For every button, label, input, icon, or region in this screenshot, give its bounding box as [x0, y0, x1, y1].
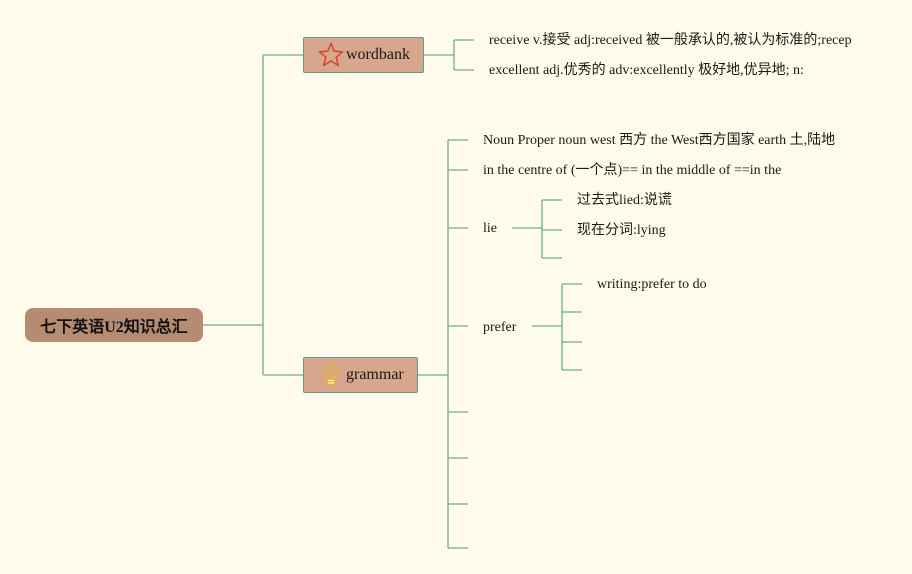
root-topic[interactable]: 七下英语U2知识总汇: [25, 308, 203, 342]
topic-wordbank[interactable]: wordbank: [303, 37, 424, 73]
star-icon: [318, 42, 344, 68]
badge-icon: [318, 362, 344, 388]
topic-grammar-label: grammar: [346, 366, 404, 383]
lie-item-present-participle[interactable]: 现在分词:lying: [577, 223, 666, 238]
topic-wordbank-label: wordbank: [346, 46, 410, 63]
grammar-item-noun[interactable]: Noun Proper noun west 西方 the West西方国家 ea…: [483, 133, 836, 148]
prefer-item-writing[interactable]: writing:prefer to do: [597, 277, 707, 292]
wordbank-item-excellent[interactable]: excellent adj.优秀的 adv:excellently 极好地,优异…: [489, 63, 804, 78]
grammar-item-centre[interactable]: in the centre of (一个点)== in the middle o…: [483, 163, 782, 178]
grammar-item-lie[interactable]: lie: [483, 221, 497, 236]
lie-item-past[interactable]: 过去式lied:说谎: [577, 193, 672, 208]
root-topic-label: 七下英语U2知识总汇: [40, 319, 188, 336]
wordbank-item-receive[interactable]: receive v.接受 adj:received 被一般承认的,被认为标准的;…: [489, 33, 852, 48]
grammar-item-prefer[interactable]: prefer: [483, 320, 517, 335]
topic-grammar[interactable]: grammar: [303, 357, 418, 393]
